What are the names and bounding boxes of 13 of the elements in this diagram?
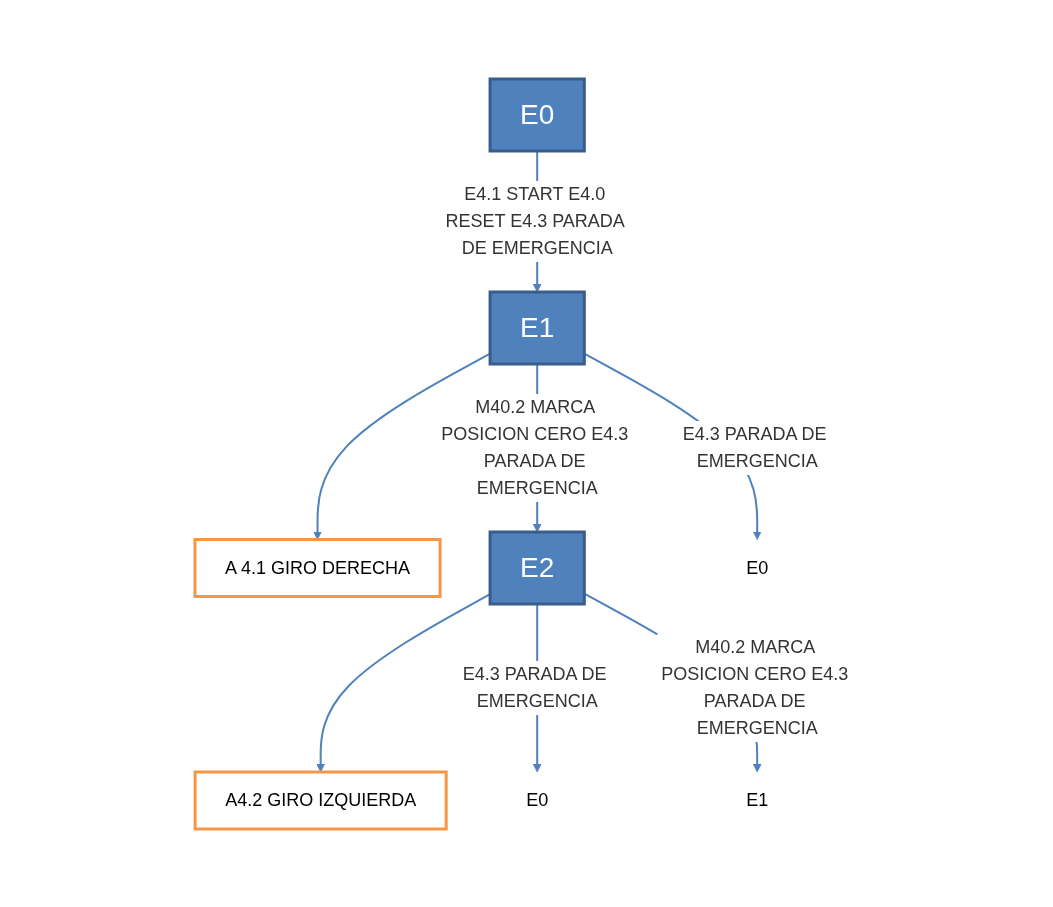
edge-label: M40.2 MARCA POSICION CERO E4.3 PARADA DE EMERGENCIA [441,396,629,498]
edge-label: E4.1 START E4.0 RESET E4.3 PARADA DE EMERGENCIA [445,183,625,258]
node-text: E0 [526,789,549,810]
node-box: A 4.1 GIRO DERECHA [193,537,442,598]
node-text: E1 [746,789,769,810]
node-box: A4.2 GIRO IZQUIERDA [194,770,449,830]
edge-label: M40.2 MARCA POSICION CERO E4.3 PARADA DE EMERGENCIA [661,636,849,738]
edge-label: E4.3 PARADA DE EMERGENCIA [463,663,607,711]
node-box: E1 [488,290,587,365]
node-box: E0 [488,77,587,152]
edge-label: E4.3 PARADA DE EMERGENCIA [683,423,827,471]
node-box: E2 [488,530,587,605]
node-text: E0 [746,557,769,577]
